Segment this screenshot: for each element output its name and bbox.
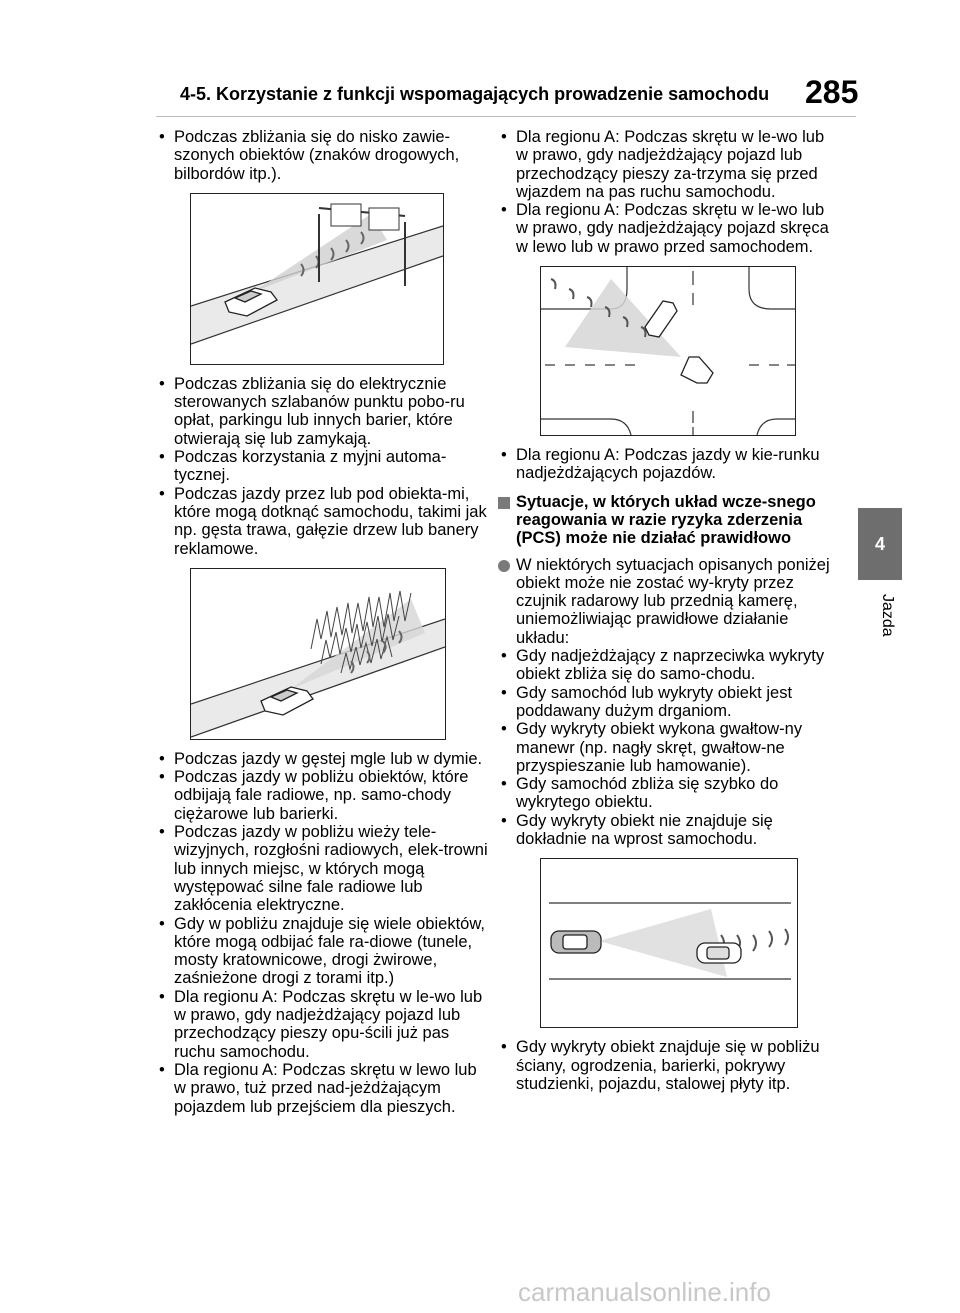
list-item: Podczas korzystania z myjni automa-tyczn… bbox=[156, 448, 491, 485]
list-item: Podczas jazdy w pobliżu wieży tele-wizyj… bbox=[156, 823, 491, 914]
right-column: Dla regionu A: Podczas skrętu w le-wo lu… bbox=[498, 128, 838, 1093]
bullet-list: Podczas zbliżania się do elektrycznie st… bbox=[156, 375, 491, 558]
circle-bullet-icon bbox=[498, 559, 510, 572]
page-number: 285 bbox=[805, 74, 859, 110]
page-header-title: 4-5. Korzystanie z funkcji wspomagającyc… bbox=[180, 84, 770, 104]
list-item: Podczas jazdy w gęstej mgle lub w dymie. bbox=[156, 750, 491, 769]
left-column: Podczas zbliżania się do nisko zawie-szo… bbox=[156, 128, 491, 1116]
list-item: Gdy w pobliżu znajduje się wiele obiektó… bbox=[156, 915, 491, 988]
bullet-list: Gdy nadjeżdżający z naprzeciwka wykryty … bbox=[498, 647, 838, 848]
list-item: Podczas zbliżania się do elektrycznie st… bbox=[156, 375, 491, 448]
note-paragraph: W niektórych sytuacjach opisanych poniże… bbox=[498, 556, 838, 647]
list-item: Gdy wykryty obiekt nie znajduje się dokł… bbox=[498, 812, 838, 849]
chapter-tab: 4 bbox=[858, 508, 902, 580]
list-item: Podczas zbliżania się do nisko zawie-szo… bbox=[156, 128, 491, 183]
list-item: Gdy samochód zbliża się szybko do wykryt… bbox=[498, 775, 838, 812]
bullet-list: Gdy wykryty obiekt znajduje się w pobliż… bbox=[498, 1038, 838, 1093]
note-text: W niektórych sytuacjach opisanych poniże… bbox=[516, 555, 830, 647]
bullet-list: Dla regionu A: Podczas skrętu w le-wo lu… bbox=[498, 128, 838, 256]
list-item: Gdy nadjeżdżający z naprzeciwka wykryty … bbox=[498, 647, 838, 684]
list-item: Gdy wykryty obiekt wykona gwałtow-ny man… bbox=[498, 720, 838, 775]
list-item: Podczas jazdy przez lub pod obiekta-mi, … bbox=[156, 485, 491, 558]
list-item: Dla regionu A: Podczas skrętu w le-wo lu… bbox=[498, 128, 838, 201]
illustration-intersection-turn bbox=[540, 266, 796, 437]
list-item: Dla regionu A: Podczas skrętu w le-wo lu… bbox=[156, 988, 491, 1061]
list-item: Gdy wykryty obiekt znajduje się w pobliż… bbox=[498, 1038, 838, 1093]
header-divider bbox=[156, 116, 856, 117]
list-item: Dla regionu A: Podczas skrętu w le-wo lu… bbox=[498, 201, 838, 256]
list-item: Dla regionu A: Podczas skrętu w lewo lub… bbox=[156, 1061, 491, 1116]
chapter-tab-label: Jazda bbox=[879, 594, 896, 637]
illustration-overhead-signs bbox=[190, 192, 444, 365]
illustration-offset-target bbox=[540, 858, 798, 1029]
list-item: Podczas jazdy w pobliżu obiektów, które … bbox=[156, 768, 491, 823]
bullet-list: Dla regionu A: Podczas jazdy w kie-runku… bbox=[498, 446, 838, 483]
section-heading-text: Sytuacje, w których układ wcze-snego rea… bbox=[516, 492, 816, 548]
list-item: Gdy samochód lub wykryty obiekt jest pod… bbox=[498, 684, 838, 721]
section-heading: Sytuacje, w których układ wcze-snego rea… bbox=[498, 493, 838, 548]
watermark: carmanualsonline.info bbox=[518, 1277, 771, 1307]
bullet-list: Podczas zbliżania się do nisko zawie-szo… bbox=[156, 128, 491, 183]
square-bullet-icon bbox=[498, 496, 510, 509]
illustration-dense-vegetation bbox=[190, 567, 446, 740]
list-item: Dla regionu A: Podczas jazdy w kie-runku… bbox=[498, 446, 838, 483]
bullet-list: Podczas jazdy w gęstej mgle lub w dymie.… bbox=[156, 750, 491, 1116]
